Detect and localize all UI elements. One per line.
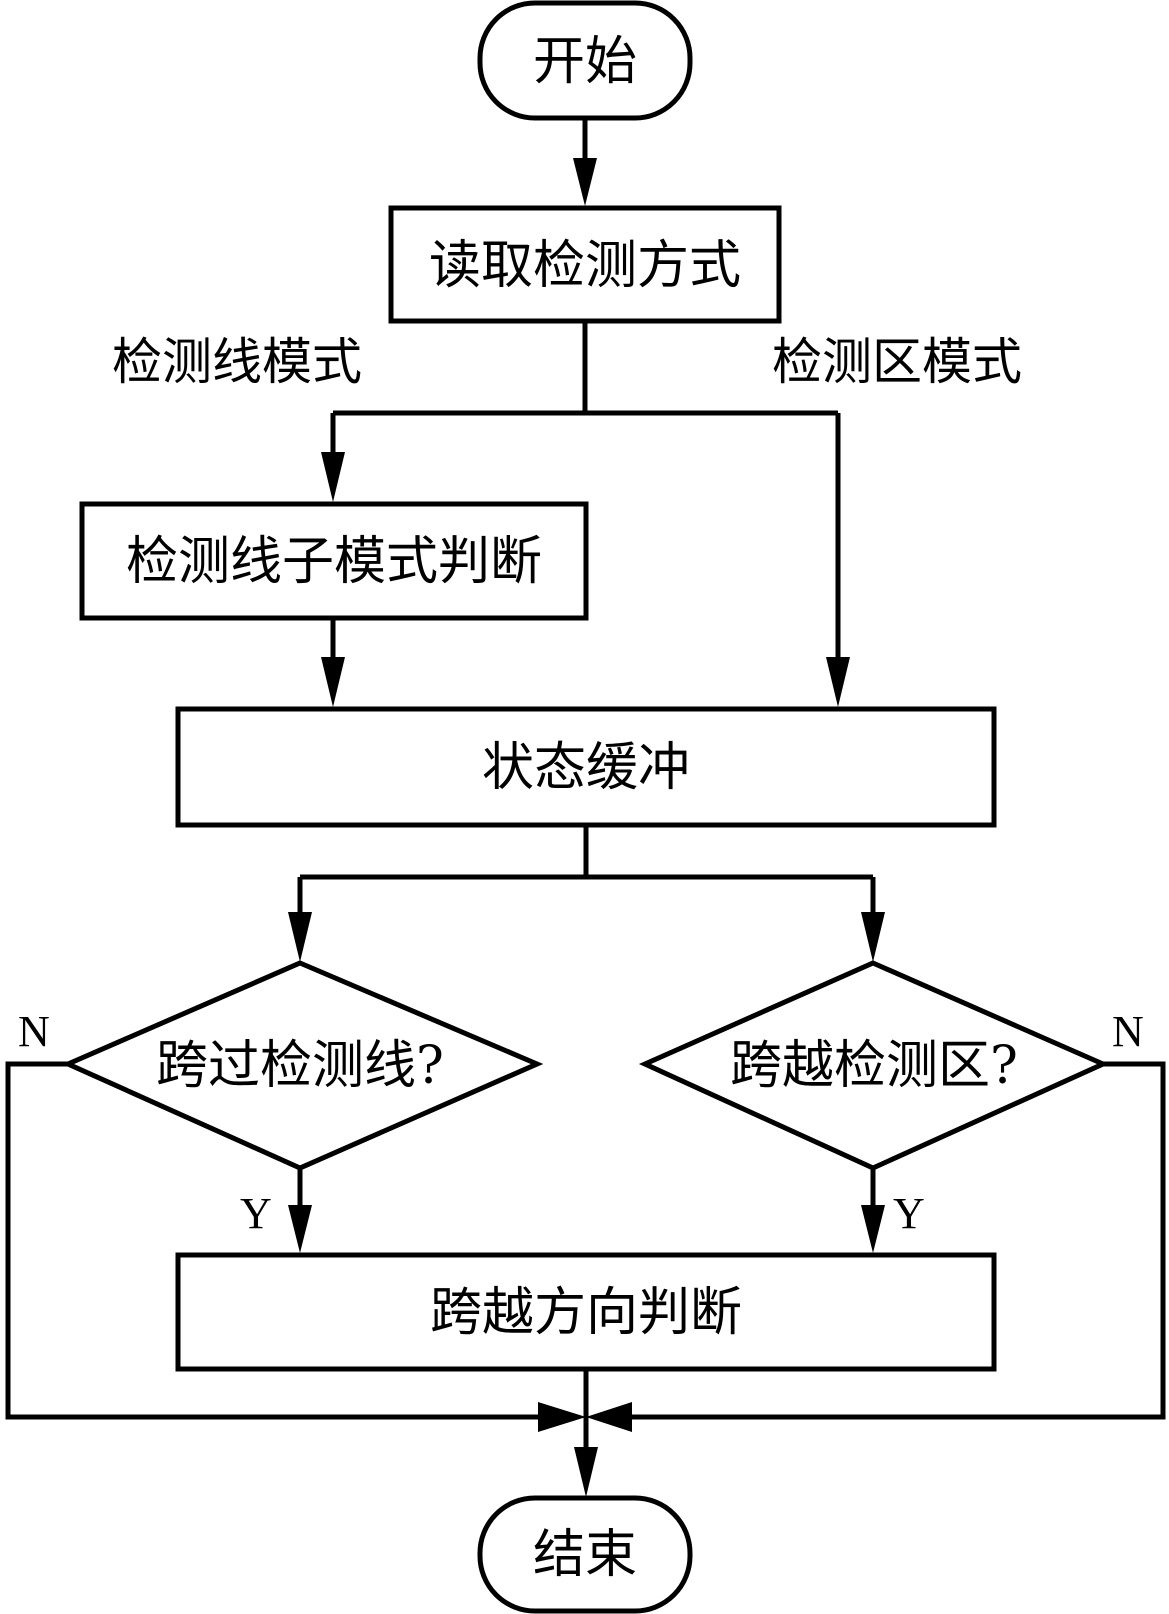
line-mode-label: 检测线模式 — [112, 333, 362, 391]
line-submode-label: 检测线子模式判断 — [125, 532, 543, 592]
direction-label: 跨越方向判断 — [429, 1283, 743, 1343]
arrowhead — [288, 1205, 312, 1253]
arrowhead — [574, 1447, 598, 1497]
end-terminal — [477, 1495, 693, 1614]
end-label: 结束 — [532, 1525, 638, 1585]
edge-no-left — [5, 1061, 540, 1420]
read-mode-box — [388, 205, 782, 324]
arrowhead — [573, 158, 597, 206]
start-label: 开始 — [532, 32, 638, 92]
yes-label-left: Y — [240, 1189, 272, 1238]
edge-no-right — [632, 1061, 1166, 1420]
cross-line-label: 跨过检测线? — [156, 1036, 444, 1096]
state-buffer-box — [175, 706, 997, 828]
arrowhead — [861, 1205, 885, 1253]
no-label-left: N — [18, 1007, 50, 1056]
yes-label-right: Y — [893, 1189, 925, 1238]
line-submode-box — [79, 501, 589, 621]
arrowhead — [861, 912, 885, 962]
state-buffer-label: 状态缓冲 — [481, 738, 691, 798]
arrowhead — [826, 657, 850, 707]
arrowhead — [321, 657, 345, 707]
arrowhead-merge-left — [538, 1402, 586, 1432]
zone-mode-label: 检测区模式 — [772, 333, 1022, 391]
read-mode-label: 读取检测方式 — [428, 236, 742, 296]
direction-box — [175, 1252, 997, 1372]
arrowhead-merge-right — [586, 1402, 632, 1432]
arrowhead — [288, 912, 312, 962]
cross-zone-label: 跨越检测区? — [730, 1036, 1018, 1096]
no-label-right: N — [1112, 1007, 1144, 1056]
arrowhead — [321, 452, 345, 502]
